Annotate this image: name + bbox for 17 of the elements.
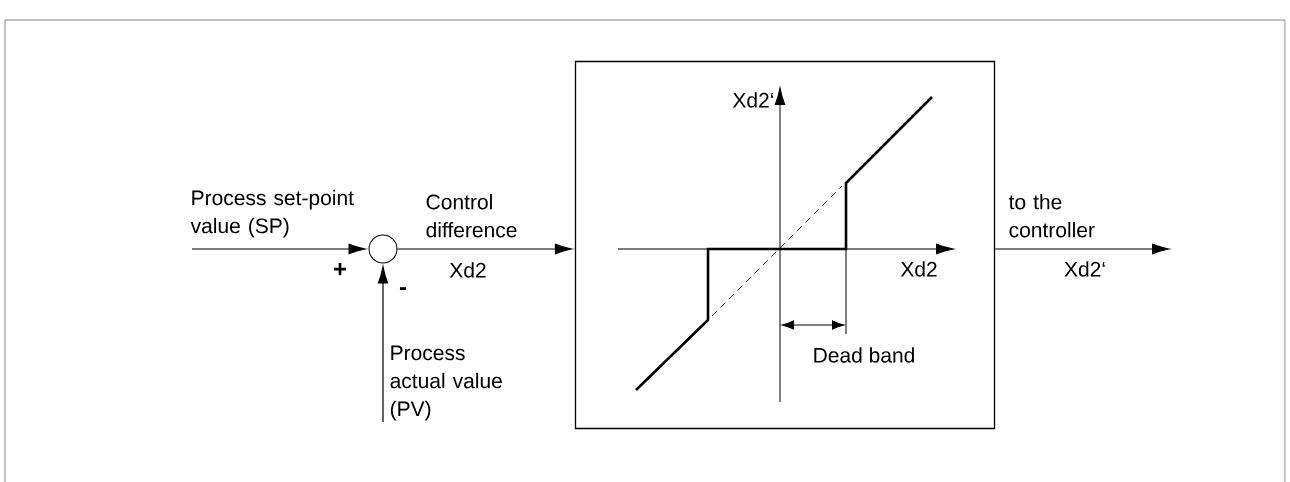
edge-label: Control difference: [426, 194, 517, 238]
signal-label: Xd2: [449, 262, 486, 278]
plus-sign: +: [334, 262, 347, 276]
axis-label: Xd2‘: [732, 92, 774, 108]
edge-label: Process actual value (PV): [390, 345, 502, 421]
signal-arrow: [396, 243, 573, 255]
signal-arrow: [377, 266, 389, 423]
edge-label: Process set-point value (SP): [190, 189, 354, 238]
minus-sign: -: [399, 287, 407, 291]
dimension-label: Dead band: [814, 347, 914, 363]
edge-label: to the controller: [1008, 194, 1095, 238]
signal-label: Xd2‘: [1064, 261, 1105, 277]
signal-arrow: [994, 243, 1170, 255]
signal-arrow: [191, 243, 366, 255]
summing-junction-circle: [368, 234, 398, 264]
block-box: [574, 60, 996, 430]
axis-label: Xd2: [900, 261, 937, 277]
